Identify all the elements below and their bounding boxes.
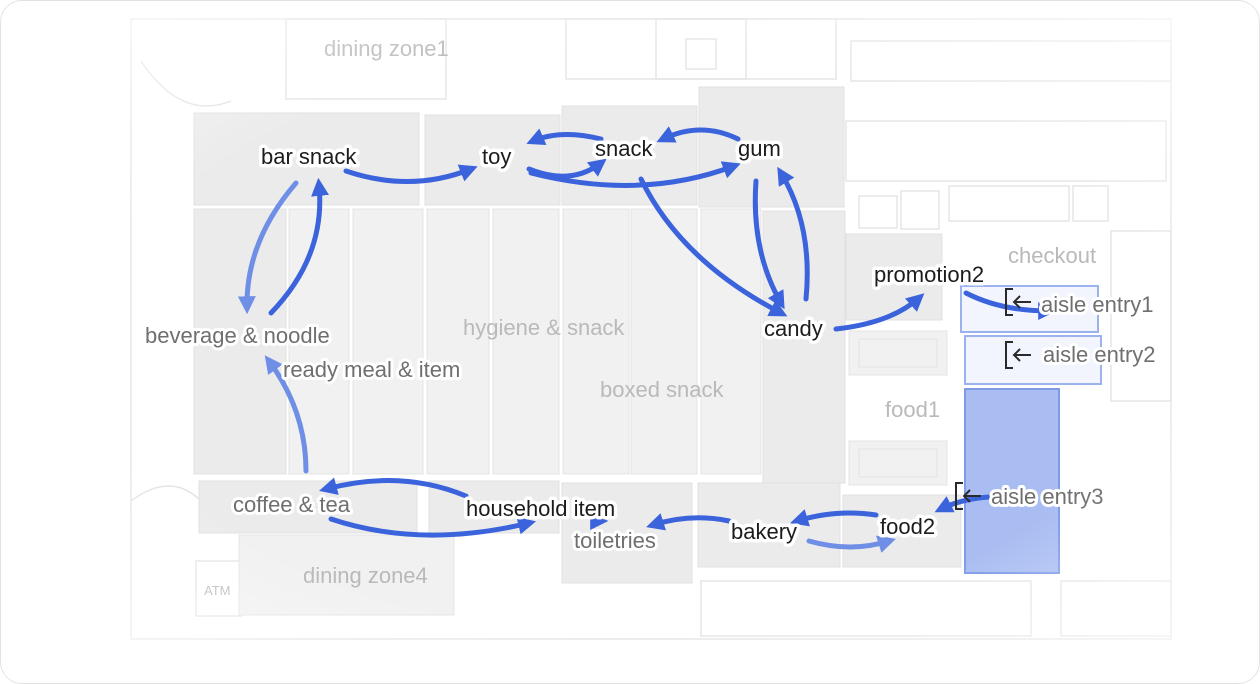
label-boxed-snack: boxed snack	[600, 377, 725, 402]
label-dining-zone4: dining zone4	[303, 563, 428, 588]
zone-food1-bottom-inner	[858, 448, 938, 478]
label-aisle-entry3[interactable]: aisle entry3	[988, 481, 1107, 512]
label-ready-meal-item: ready meal & item	[283, 357, 460, 382]
label-food2: food2	[880, 514, 935, 539]
label-beverage-noodle: beverage & noodle	[145, 323, 330, 348]
label-checkout: checkout	[1008, 243, 1096, 268]
label-toiletries: toiletries	[574, 528, 656, 553]
zone-boxed-right	[630, 208, 698, 475]
label-aisle-entry1[interactable]: aisle entry1	[1038, 289, 1157, 320]
label-coffee-tea: coffee & tea	[233, 492, 351, 517]
zone-food1-top-inner	[858, 338, 938, 368]
label-food1: food1	[885, 397, 940, 422]
label-aisle-entry2[interactable]: aisle entry2	[1040, 339, 1159, 370]
label-gum: gum	[738, 136, 781, 161]
label-atm: ATM	[204, 583, 230, 598]
zone-boxed-left	[562, 208, 630, 475]
label-promotion2: promotion2	[874, 262, 984, 287]
label-hygiene-snack: hygiene & snack	[463, 315, 625, 340]
zone-hygiene-left	[426, 208, 490, 475]
label-bakery: bakery	[731, 519, 797, 544]
label-household-item: household item	[466, 496, 615, 521]
zone-aisle-b	[700, 208, 762, 475]
aisle-entry3-box[interactable]	[964, 388, 1060, 574]
zone-hygiene-right	[492, 208, 560, 475]
aisle-entries	[960, 285, 1102, 574]
label-dining-zone1: dining zone1	[324, 36, 449, 61]
label-candy: candy	[764, 316, 823, 341]
label-toy: toy	[482, 144, 511, 169]
label-snack: snack	[595, 136, 653, 161]
label-bar-snack: bar snack	[261, 144, 357, 169]
zone-aisle-a	[352, 208, 424, 475]
